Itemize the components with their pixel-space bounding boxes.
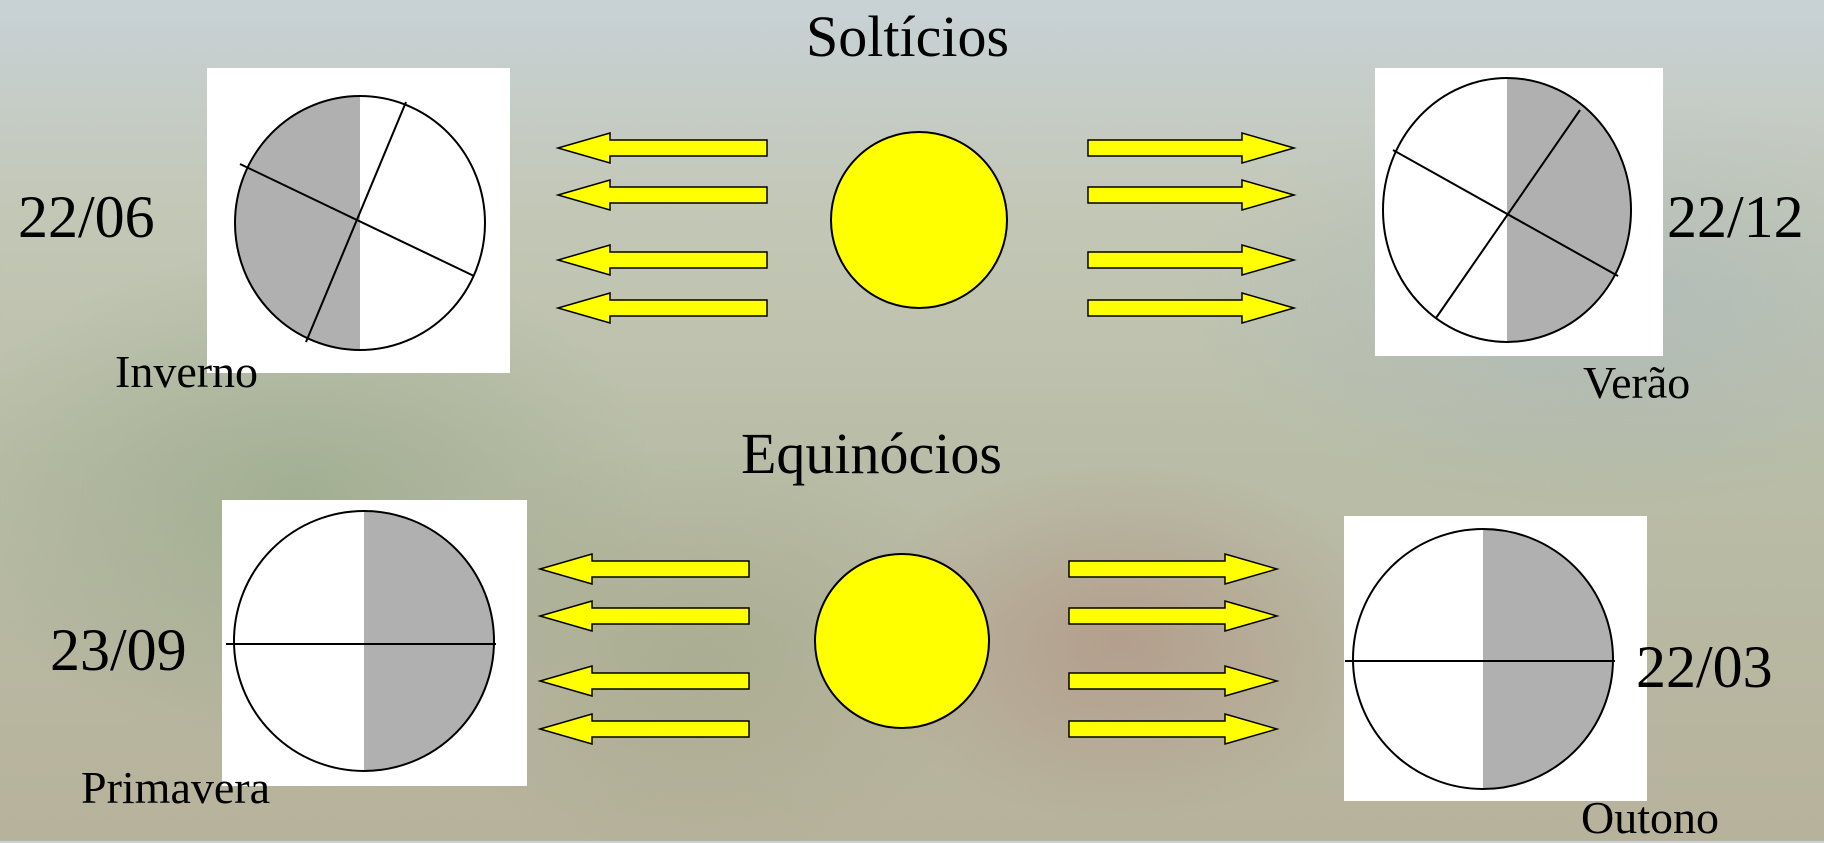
globe-outline (1382, 77, 1632, 343)
equator-line (1392, 149, 1619, 277)
solstices-title: Soltícios (806, 4, 1010, 69)
globe-outline (1352, 528, 1614, 790)
light-ray-arrow-icon (537, 553, 750, 585)
light-rays-to-autumn (1068, 553, 1280, 745)
light-rays-to-summer (1087, 132, 1297, 324)
autumn-date: 22/03 (1636, 634, 1773, 700)
equinoxes-title: Equinócios (741, 421, 1002, 486)
earth-globe-autumn (1344, 516, 1647, 801)
light-ray-arrow-icon (1068, 600, 1280, 632)
globe-outline (233, 510, 495, 772)
earth-axis (305, 101, 407, 343)
globe-outline (234, 95, 486, 351)
light-rays-to-winter (555, 132, 768, 324)
light-ray-arrow-icon (1068, 713, 1280, 745)
winter-season-label: Inverno (115, 346, 259, 397)
light-ray-arrow-icon (555, 244, 768, 276)
earth-globe-summer (1375, 68, 1663, 356)
winter-date: 22/06 (18, 184, 155, 250)
light-ray-arrow-icon (1087, 292, 1297, 324)
summer-date: 22/12 (1667, 184, 1804, 250)
spring-season-label: Primavera (81, 762, 271, 813)
light-ray-arrow-icon (537, 713, 750, 745)
equator-line (239, 163, 475, 277)
light-ray-arrow-icon (1068, 553, 1280, 585)
light-ray-arrow-icon (1087, 244, 1297, 276)
light-ray-arrow-icon (1087, 132, 1297, 164)
spring-date: 23/09 (50, 617, 187, 683)
light-ray-arrow-icon (1087, 179, 1297, 211)
light-ray-arrow-icon (537, 600, 750, 632)
light-rays-to-spring (537, 553, 750, 745)
light-ray-arrow-icon (555, 292, 768, 324)
light-ray-arrow-icon (1068, 665, 1280, 697)
earth-globe-winter (207, 68, 510, 373)
sun-icon (814, 553, 990, 729)
summer-season-label: Verão (1583, 357, 1691, 408)
light-ray-arrow-icon (555, 132, 768, 164)
light-ray-arrow-icon (537, 665, 750, 697)
earth-globe-spring (222, 500, 527, 786)
sun-icon (830, 131, 1008, 309)
autumn-season-label: Outono (1581, 792, 1719, 843)
light-ray-arrow-icon (555, 179, 768, 211)
